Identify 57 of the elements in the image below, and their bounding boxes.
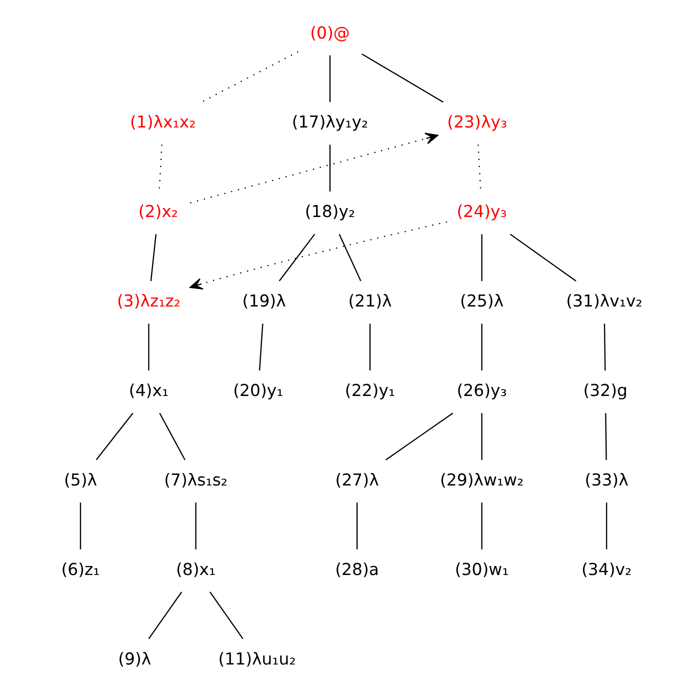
- node-text: (17)λy₁y₂: [292, 112, 368, 132]
- connector: [604, 324, 606, 370]
- connector: [369, 324, 371, 370]
- node-text: (1)λx₁x₂: [130, 112, 196, 132]
- node-text: (4)x₁: [128, 381, 169, 400]
- node-text: (29)λw₁w₂: [440, 470, 524, 490]
- connector: [159, 412, 186, 460]
- node-text: (9)λ: [118, 649, 152, 668]
- connector: [210, 592, 244, 640]
- connector: [605, 413, 607, 460]
- connector: [195, 502, 196, 550]
- node-text: (18)y₂: [304, 202, 356, 222]
- arrow: [190, 221, 448, 290]
- node-text: (19)λ: [242, 292, 286, 311]
- connector: [481, 502, 482, 550]
- node-text: (7)λs₁s₂: [164, 470, 228, 490]
- connector: [150, 234, 157, 282]
- node-text: (8)x₁: [176, 560, 216, 579]
- node-text: (26)y₃: [456, 381, 507, 400]
- node-text: (28)a: [335, 560, 380, 579]
- connector: [356, 502, 358, 550]
- connector: [148, 592, 182, 640]
- connector: [329, 55, 331, 102]
- node-text: (30)w₁: [454, 560, 509, 579]
- node-text: (5)λ: [64, 470, 98, 490]
- node-text: (21)λ: [348, 292, 392, 311]
- connector: [338, 234, 362, 282]
- node-text: (22)y₁: [344, 381, 396, 400]
- node-text: (32)g: [583, 381, 628, 400]
- node-text: (6)z₁: [61, 560, 100, 579]
- connector: [278, 234, 316, 282]
- node-text: (3)λz₁z₂: [116, 292, 181, 311]
- node-text: (0)@: [310, 23, 350, 42]
- connector: [481, 413, 482, 460]
- node-text: (20)y₁: [233, 381, 284, 400]
- node-text: (33)λ: [584, 470, 628, 490]
- node-text: (31)λv₁v₂: [566, 292, 642, 311]
- connector: [606, 502, 608, 550]
- node-text: (2)x₂: [138, 202, 178, 222]
- node-text: (23)λy₃: [447, 112, 508, 132]
- node-text: (24)y₃: [456, 202, 507, 222]
- connector: [329, 144, 331, 192]
- node-text: (34)v₂: [581, 560, 632, 579]
- node-text: (25)λ: [460, 292, 504, 311]
- connector: [386, 412, 454, 460]
- connector: [80, 502, 82, 550]
- connector: [510, 234, 576, 282]
- connector: [201, 51, 298, 103]
- connector: [481, 234, 482, 281]
- node-text: (11)λu₁u₂: [218, 649, 296, 668]
- connector: [481, 324, 482, 370]
- arrow: [190, 132, 438, 204]
- connector: [258, 324, 264, 370]
- connector: [148, 324, 150, 370]
- connector: [362, 54, 444, 103]
- connector: [96, 412, 134, 460]
- node-text: (27)λ: [335, 470, 379, 490]
